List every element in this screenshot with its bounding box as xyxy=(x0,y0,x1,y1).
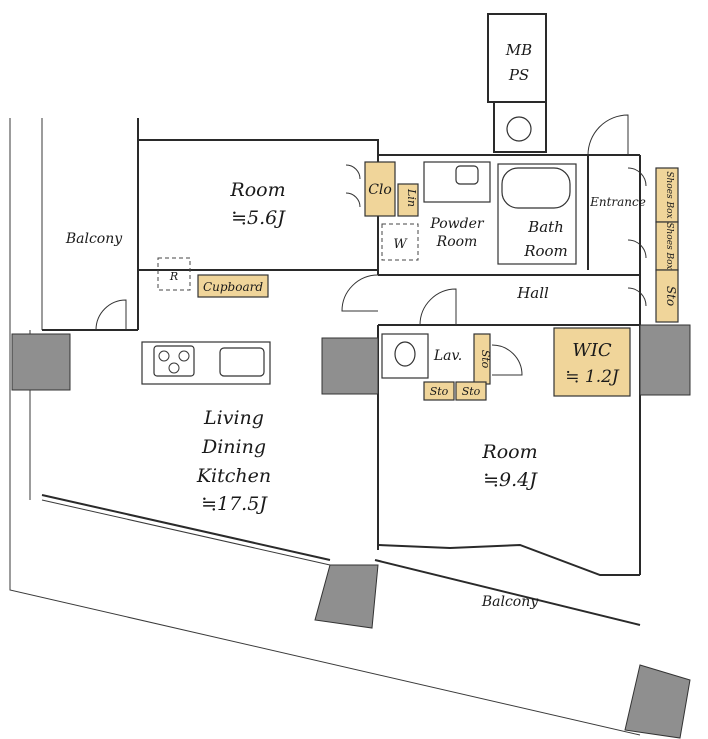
fixtures xyxy=(141,161,577,385)
label-ldk-3: Kitchen xyxy=(196,465,271,487)
label-bath-1: Bath xyxy=(527,218,564,236)
stove xyxy=(153,345,195,377)
label-clo: Clo xyxy=(368,182,392,198)
label-powder-1: Powder xyxy=(429,216,485,232)
label-sto-b: Sto xyxy=(462,385,481,398)
label-balcony-bottom: Balcony xyxy=(481,594,539,610)
label-shoes-box-1: Shoes Box xyxy=(664,171,674,218)
label-ldk-size: ≒17.5J xyxy=(201,493,268,515)
closet-lin xyxy=(397,183,419,217)
label-room1-name: Room xyxy=(229,179,285,201)
storage-a xyxy=(423,381,455,401)
toilet xyxy=(394,341,416,367)
kitchen-sink xyxy=(219,347,265,377)
structural-columns xyxy=(11,324,691,739)
label-sto-a: Sto xyxy=(430,385,449,398)
label-room1-size: ≒5.6J xyxy=(231,207,286,229)
storage-entrance xyxy=(655,269,679,323)
label-mb: MB xyxy=(505,41,532,59)
powder-sink xyxy=(455,165,479,185)
storage-units xyxy=(197,161,679,401)
label-ps: PS xyxy=(508,66,529,84)
label-bath-2: Room xyxy=(523,242,568,260)
label-balcony-left: Balcony xyxy=(65,231,123,247)
label-sto-entrance: Sto xyxy=(664,286,678,306)
label-lin: Lin xyxy=(405,188,418,207)
label-hall: Hall xyxy=(516,284,549,302)
label-lav: Lav. xyxy=(433,348,462,364)
label-cupboard: Cupboard xyxy=(203,280,263,294)
label-ldk-1: Living xyxy=(203,407,264,429)
storage-b xyxy=(455,381,487,401)
refrigerator-space xyxy=(157,257,191,291)
label-powder-2: Room xyxy=(436,234,478,250)
label-entrance: Entrance xyxy=(589,195,646,209)
label-room2-name: Room xyxy=(481,441,537,463)
walk-in-closet xyxy=(553,327,631,397)
cupboard xyxy=(197,274,269,298)
room-labels: MB PS Room ≒5.6J Clo Lin Powder Room W B… xyxy=(65,41,678,610)
label-wic-name: WIC xyxy=(572,340,612,361)
label-room2-size: ≒9.4J xyxy=(483,469,538,491)
label-sto-lav: Sto xyxy=(479,350,492,369)
bathtub xyxy=(501,167,571,209)
mb-ps-shaft xyxy=(487,13,547,153)
label-wic-size: ≒ 1.2J xyxy=(565,367,620,387)
door-swings xyxy=(95,114,647,376)
label-shoes-box-2: Shoes Box xyxy=(664,222,674,269)
label-ldk-2: Dining xyxy=(201,436,266,458)
closet-clo xyxy=(364,161,396,217)
label-refrigerator: R xyxy=(169,270,178,283)
washer-space xyxy=(381,223,419,261)
label-washer: W xyxy=(393,237,408,252)
